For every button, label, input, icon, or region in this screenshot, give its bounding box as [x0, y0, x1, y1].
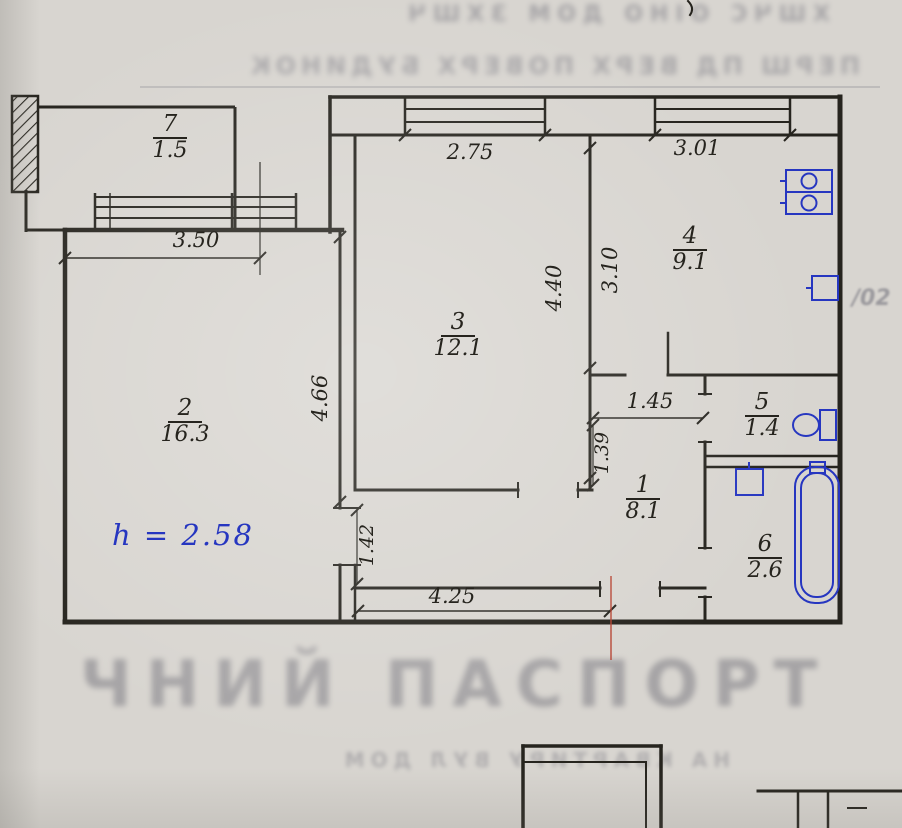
dim-3-50: 3.50: [172, 228, 220, 252]
room-label-1: 1 8.1: [598, 473, 688, 523]
hatched-wall-section: [10, 94, 40, 194]
room-label-3: 3 12.1: [413, 310, 503, 360]
sink-icon: [780, 169, 833, 215]
room-label-4: 4 9.1: [645, 224, 735, 274]
room-area: 9.1: [672, 250, 708, 276]
room-number: 1: [625, 473, 661, 501]
fixtures: [735, 169, 840, 604]
dim-3-10: 3.10: [598, 246, 622, 294]
dim-1-42: 1.42: [356, 523, 378, 567]
interior-walls: [333, 133, 840, 624]
dim-4-66: 4.66: [308, 374, 332, 422]
room-label-7: 7 1.5: [125, 112, 215, 162]
dim-3-01: 3.01: [673, 136, 721, 160]
ghost-rule: [140, 86, 880, 88]
room-area: 1.4: [744, 416, 780, 442]
room-number: 6: [747, 532, 783, 560]
toilet-icon: [792, 409, 837, 441]
room-area: 8.1: [625, 499, 661, 525]
room-number: 7: [152, 112, 188, 140]
window-symbols: [403, 97, 792, 135]
dim-2-75: 2.75: [446, 140, 494, 164]
room-label-2: 2 16.3: [140, 396, 230, 446]
dim-4-25: 4.25: [428, 584, 476, 608]
ceiling-height-note: h = 2.58: [112, 518, 254, 552]
room-area: 16.3: [160, 422, 210, 448]
room-number: 4: [672, 224, 708, 252]
dimension-lines: [58, 128, 797, 618]
ghost-text-bottom-big: ЧНИЙ ПАСПОРТ: [80, 648, 832, 722]
room-number: 2: [167, 396, 203, 424]
pen-squiggle: [686, 0, 694, 17]
room-number: 3: [440, 310, 476, 338]
boiler-icon: [806, 275, 839, 301]
room-area: 2.6: [747, 558, 783, 584]
ghost-side-mark: /02: [852, 286, 891, 311]
washer-icon: [735, 462, 764, 496]
room-area: 1.5: [152, 138, 188, 164]
bottom-drawing-fragments: [521, 0, 902, 828]
bathtub-icon: [794, 461, 840, 604]
dim-4-40: 4.40: [542, 264, 566, 312]
room-label-5: 5 1.4: [717, 390, 807, 440]
room-number: 5: [744, 390, 780, 418]
balcony-outline: [10, 94, 298, 232]
room-area: 12.1: [433, 336, 483, 362]
dim-1-45: 1.45: [626, 389, 674, 413]
room-label-6: 6 2.6: [720, 532, 810, 582]
dim-1-39: 1.39: [591, 431, 613, 475]
